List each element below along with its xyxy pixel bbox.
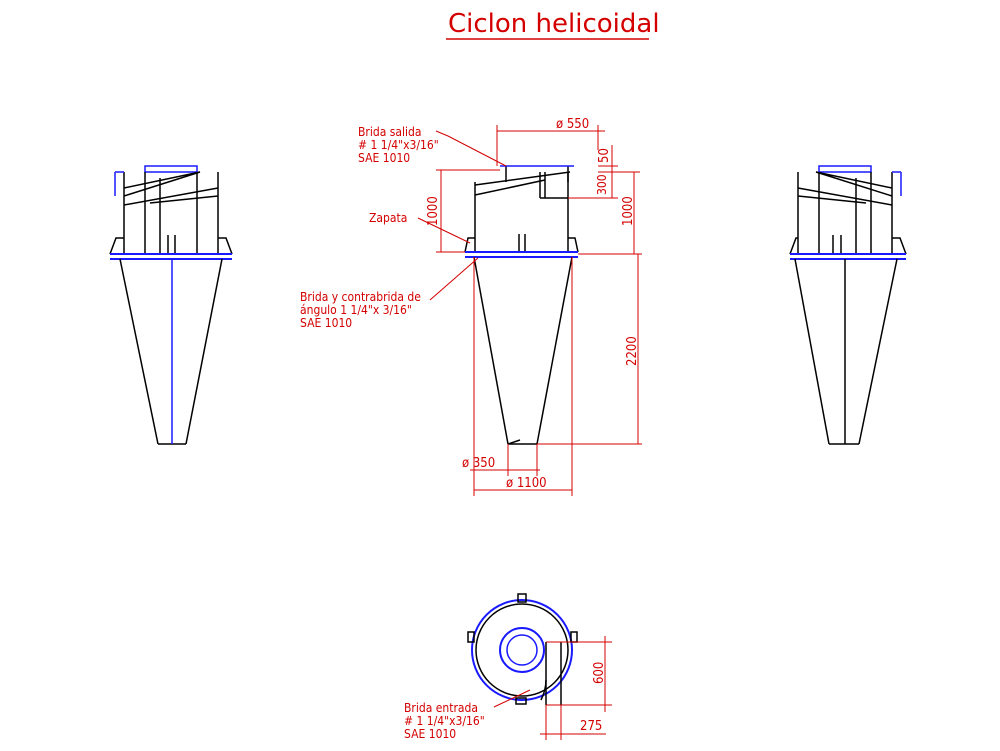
plan-dimensions	[493, 636, 612, 740]
dim-bottom-diameter: ø 350	[462, 456, 495, 471]
dim-inlet-height: 300	[595, 174, 609, 195]
dim-inlet-h: 600	[592, 662, 607, 684]
svg-text:# 1 1/4"x3/16": # 1 1/4"x3/16"	[404, 714, 485, 728]
left-side-view	[109, 165, 233, 445]
svg-text:Brida entrada: Brida entrada	[404, 701, 478, 715]
svg-text:Brida salida: Brida salida	[358, 125, 421, 139]
dim-inlet-w: 275	[580, 719, 602, 734]
dimension-lines	[417, 125, 642, 496]
svg-text:SAE 1010: SAE 1010	[300, 316, 352, 330]
brida-contrabrida-label: Brida y contrabrida de ángulo 1 1/4"x 3/…	[300, 290, 421, 330]
dim-body-diameter: ø 1100	[506, 476, 547, 491]
dim-body-height-right: 1000	[621, 196, 636, 226]
zapata-label: Zapata	[369, 211, 407, 225]
brida-entrada-label: Brida entrada # 1 1/4"x3/16" SAE 1010	[404, 701, 485, 741]
svg-text:# 1 1/4"x3/16": # 1 1/4"x3/16"	[358, 138, 439, 152]
dim-body-height-left: 1000	[426, 196, 441, 226]
svg-text:Brida y contrabrida de: Brida y contrabrida de	[300, 290, 421, 304]
right-side-view	[789, 165, 907, 445]
front-view	[464, 165, 579, 445]
plan-view	[467, 593, 578, 705]
dim-outlet-diameter: ø 550	[556, 117, 589, 132]
dim-flange-height: 50	[597, 148, 612, 163]
svg-text:ángulo 1 1/4"x 3/16": ángulo 1 1/4"x 3/16"	[300, 303, 412, 317]
drawing-title: Ciclon helicoidal	[448, 9, 660, 39]
dim-cone-height: 2200	[625, 336, 640, 366]
svg-text:SAE 1010: SAE 1010	[358, 151, 410, 165]
brida-salida-label: Brida salida # 1 1/4"x3/16" SAE 1010	[358, 125, 439, 165]
svg-text:SAE 1010: SAE 1010	[404, 727, 456, 741]
